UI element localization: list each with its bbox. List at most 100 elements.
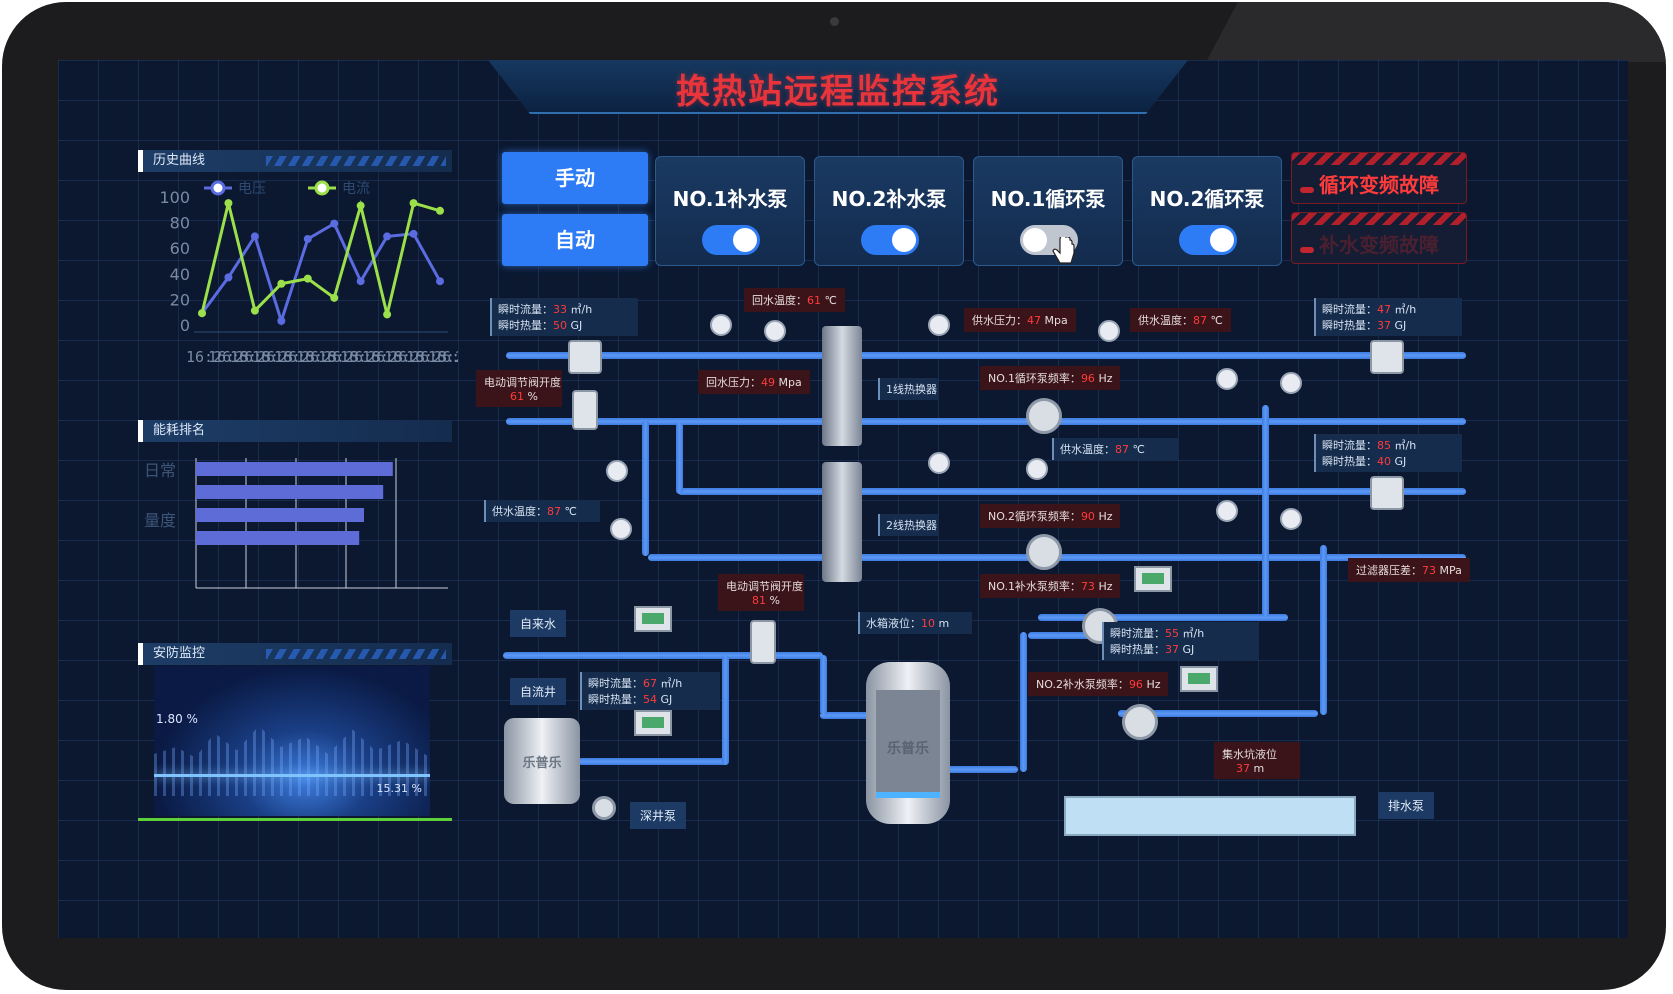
heat-value: 54 <box>643 693 657 706</box>
heat-unit: GJ <box>570 319 583 332</box>
heat-value: 37 <box>1377 319 1391 332</box>
pump-toggle-makeup-2[interactable] <box>861 225 919 255</box>
makeup-pump-2-icon[interactable] <box>1122 704 1158 740</box>
flow-meter-display-icon <box>1180 666 1218 692</box>
control-valve-left-icon[interactable] <box>572 390 598 430</box>
data-point <box>277 316 286 325</box>
tag-label: 供水温度： <box>1138 314 1193 327</box>
x-tick-label: 16:26:5 <box>428 348 458 366</box>
flow-meter-left-icon[interactable] <box>568 340 602 374</box>
tag-unit: Hz <box>1098 372 1113 385</box>
data-point <box>277 279 286 288</box>
heat-unit: GJ <box>1182 643 1195 656</box>
heat-exchanger-2 <box>822 462 862 582</box>
ranking-bar <box>196 462 393 476</box>
pressure-gauge-icon <box>928 314 950 336</box>
flow-unit: ㎥/h <box>1182 627 1205 640</box>
tag-label: NO.1循环泵频率： <box>988 372 1081 385</box>
return-pressure-tag: 回水压力：49 Mpa <box>698 370 810 394</box>
heat-unit: GJ <box>1394 319 1407 332</box>
tag-unit: ℃ <box>564 505 577 518</box>
tag-unit: MPa <box>1439 564 1462 577</box>
tag-label: 电动调节阀开度 <box>726 580 803 593</box>
pump-label: NO.2补水泵 <box>831 187 947 211</box>
circulation-pump-1-icon[interactable] <box>1026 398 1062 434</box>
flow-meter-right-icon[interactable] <box>1370 340 1404 374</box>
control-valve-mid-icon[interactable] <box>750 620 776 664</box>
filter-pressure-diff-tag: 过滤器压差：73 MPa <box>1348 558 1470 582</box>
data-point <box>436 206 444 215</box>
alarm-label: 补水变频故障 <box>1319 233 1439 257</box>
toggle-knob <box>1023 228 1047 252</box>
alarm-circ-vfd-fault[interactable]: 循环变频故障 <box>1291 152 1467 204</box>
pump-card-circ-1: NO.1循环泵 <box>973 156 1123 266</box>
bezel-reflection <box>1206 2 1666 62</box>
tank-brand: 乐普乐 <box>887 741 929 757</box>
data-point <box>303 234 312 243</box>
x-tick-label: 16:26:3 <box>318 348 381 366</box>
pressure-gauge-icon <box>710 314 732 336</box>
drain-pump-label[interactable]: 排水泵 <box>1378 792 1435 819</box>
manual-mode-button[interactable]: 手动 <box>502 152 648 204</box>
tag-label: 过滤器压差： <box>1356 564 1422 577</box>
data-point <box>383 310 392 319</box>
pump-label: NO.2循环泵 <box>1149 187 1265 211</box>
horizon-glow <box>154 774 430 777</box>
auto-mode-button[interactable]: 自动 <box>502 214 648 266</box>
toggle-knob <box>1210 228 1234 252</box>
pump-toggle-makeup-1[interactable] <box>702 225 760 255</box>
legend-marker <box>210 180 226 196</box>
data-point <box>409 229 418 238</box>
tag-value: 87 <box>1193 314 1207 327</box>
security-camera-feed[interactable]: 1.80 % 15.31 % <box>154 666 430 816</box>
heat-exchanger-1 <box>822 326 862 446</box>
makeup-link-pipe <box>1028 632 1128 639</box>
tag-unit: % <box>527 390 538 403</box>
tag-value: 81 <box>752 594 766 607</box>
tag-label: NO.2循环泵频率： <box>988 510 1081 523</box>
tag-unit: ℃ <box>824 294 837 307</box>
tap-riser <box>820 655 827 715</box>
flow-label: 瞬时流量： <box>1322 303 1377 316</box>
flow-meter-display-icon <box>634 606 672 632</box>
heat-unit: GJ <box>660 693 673 706</box>
hand-cursor-icon <box>1052 237 1075 264</box>
circ2-frequency-tag: NO.2循环泵频率：90 Hz <box>980 504 1121 528</box>
data-point <box>198 309 206 318</box>
deep-well-pump-label[interactable]: 深井泵 <box>630 802 687 829</box>
supply-temp-mid-tag: 供水温度：87 ℃ <box>1052 438 1178 460</box>
circulation-pump-2-icon[interactable] <box>1026 534 1062 570</box>
flow-value: 67 <box>643 677 657 690</box>
tag-value: 61 <box>807 294 821 307</box>
tag-value: 10 <box>921 617 935 630</box>
alarm-makeup-vfd-fault[interactable]: 补水变频故障 <box>1291 212 1467 264</box>
flow-meter-right-mid-icon[interactable] <box>1370 476 1404 510</box>
flow-info-left-low: 瞬时流量：67 ㎥/h 瞬时热量：54 GJ <box>580 672 720 710</box>
pump-label: NO.1循环泵 <box>990 187 1106 211</box>
flow-info-right-top: 瞬时流量：47 ㎥/h 瞬时热量：37 GJ <box>1314 298 1462 336</box>
thermometer-icon <box>1098 320 1120 342</box>
flow-unit: ㎥/h <box>1394 439 1417 452</box>
tag-unit: Mpa <box>778 376 802 389</box>
supply-temp-top-tag: 供水温度：87 ℃ <box>1130 308 1231 332</box>
ranking-category-label: 量度 <box>144 511 176 530</box>
tag-unit: Hz <box>1146 678 1161 691</box>
tag-unit: m <box>938 617 950 630</box>
deep-well-pump-icon[interactable] <box>592 796 616 820</box>
flow-unit: ㎥/h <box>570 303 593 316</box>
ranking-bar <box>196 531 360 545</box>
tank-brand: 乐普乐 <box>522 756 562 771</box>
pump-toggle-circ-2[interactable] <box>1179 225 1237 255</box>
well-riser <box>722 655 729 765</box>
x-tick-label: 16:26:3 <box>208 348 271 366</box>
makeup1-frequency-tag: NO.1补水泵频率：73 Hz <box>980 574 1121 598</box>
heat-value: 40 <box>1377 455 1391 468</box>
tag-label: 电动调节阀开度 <box>484 376 561 389</box>
flow-meter-display-icon <box>634 710 672 736</box>
tag-label: 供水温度： <box>492 505 547 518</box>
data-point <box>330 293 339 302</box>
pump-card-makeup-2: NO.2补水泵 <box>814 156 964 266</box>
thermometer-icon <box>764 320 786 342</box>
data-point <box>250 232 259 241</box>
